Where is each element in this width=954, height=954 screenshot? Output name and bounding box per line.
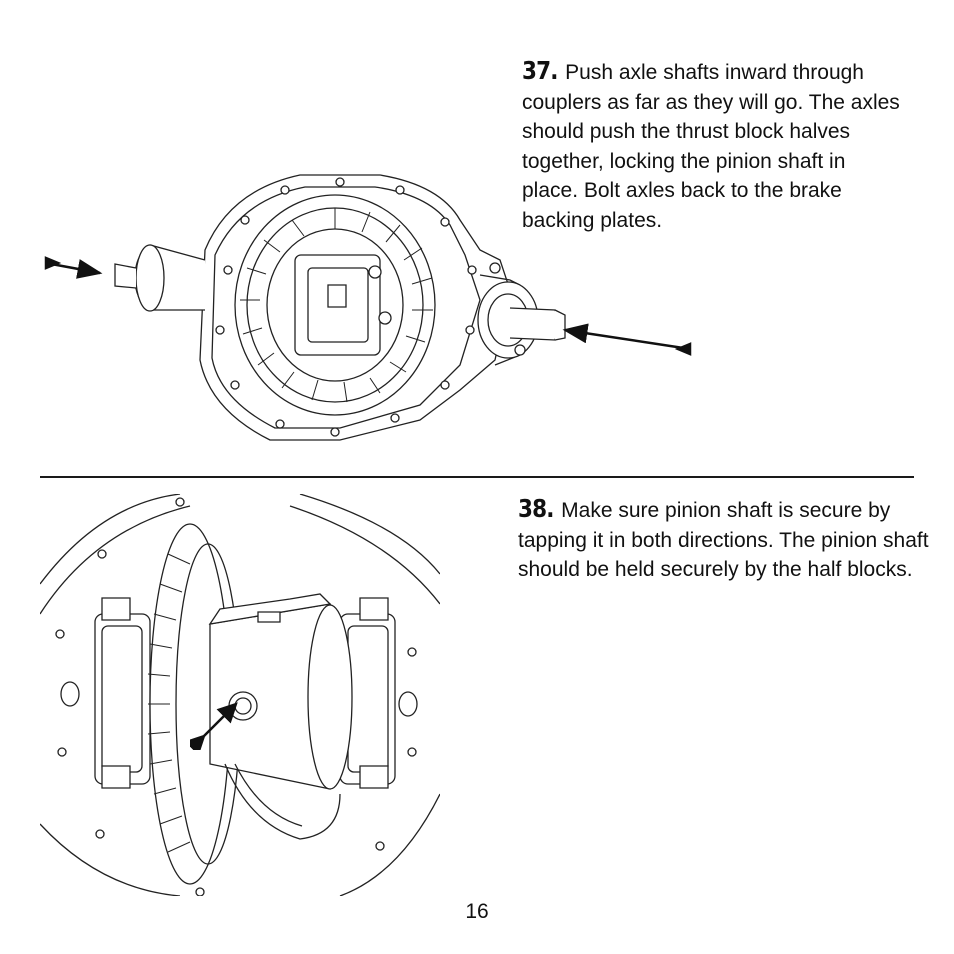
- axle-inward-arrow-icon: [40, 250, 700, 370]
- step-38-instruction: 38. Make sure pinion shaft is secure by …: [518, 494, 938, 585]
- step-38-text: Make sure pinion shaft is secure by tapp…: [518, 499, 929, 581]
- page-number: 16: [465, 900, 489, 923]
- step-37-text: Push axle shafts inward through couplers…: [522, 61, 900, 232]
- section-divider: [40, 476, 914, 478]
- step-38-number: 38.: [518, 494, 554, 523]
- pinion-tap-double-arrow-icon: [190, 702, 238, 750]
- step-37-number: 37.: [522, 56, 558, 85]
- pinion-shaft-closeup-illustration: [40, 494, 440, 896]
- step-37-instruction: 37. Push axle shafts inward through coup…: [522, 56, 902, 235]
- differential-axle-illustration: [40, 160, 700, 450]
